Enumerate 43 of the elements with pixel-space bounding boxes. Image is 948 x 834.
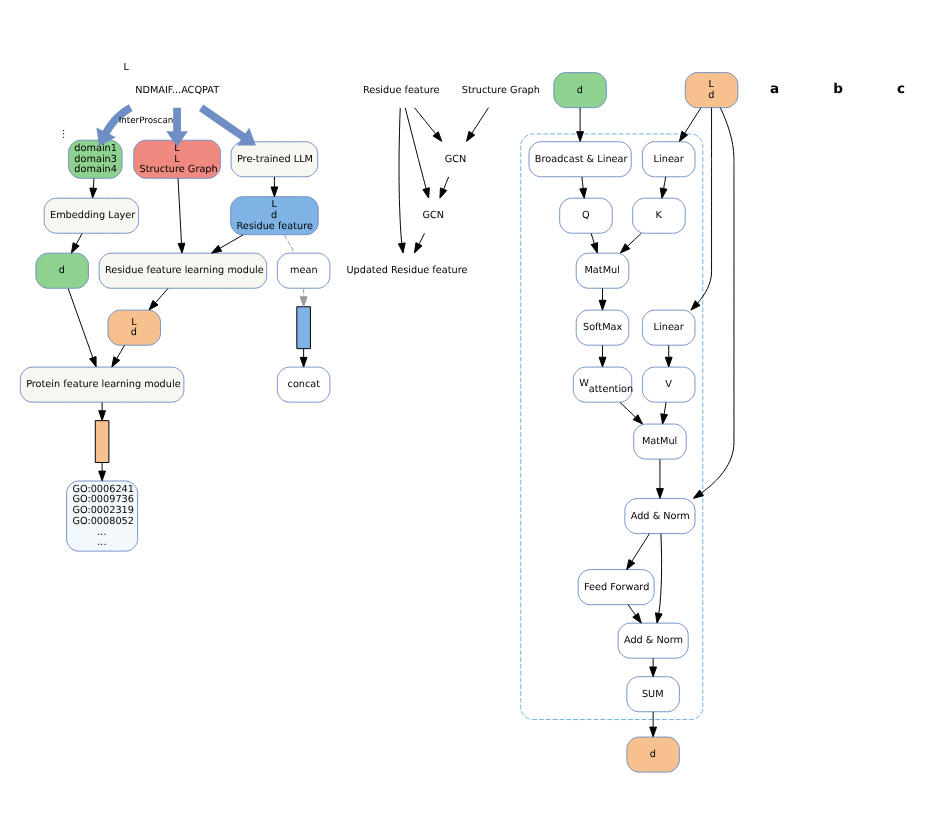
arrow xyxy=(414,233,425,254)
arrow xyxy=(211,234,244,254)
arrow xyxy=(413,107,443,142)
node-bar xyxy=(296,306,311,350)
arrow xyxy=(690,107,713,311)
arrow xyxy=(466,107,489,142)
arrow xyxy=(626,533,650,571)
arrow xyxy=(177,177,186,254)
arrow xyxy=(67,288,97,368)
arrow xyxy=(693,107,735,499)
arrow xyxy=(198,104,256,146)
arrow xyxy=(96,104,133,147)
arrow xyxy=(619,401,643,425)
arrow xyxy=(89,177,98,199)
connector xyxy=(284,234,295,254)
arrow xyxy=(576,107,584,142)
arrow xyxy=(659,176,668,199)
arrow xyxy=(649,657,658,678)
arrow xyxy=(598,288,607,311)
arrow xyxy=(649,711,658,738)
arrow xyxy=(439,176,450,199)
arrow xyxy=(98,401,106,421)
arrow xyxy=(590,233,599,254)
arrow xyxy=(397,107,406,254)
arrow xyxy=(270,176,279,198)
arrow xyxy=(679,107,702,142)
arrow xyxy=(664,344,673,368)
arrow xyxy=(579,176,587,199)
arrow xyxy=(656,458,664,499)
arrow xyxy=(627,604,642,624)
arrow xyxy=(98,462,106,482)
arrow xyxy=(148,288,169,311)
arrow xyxy=(619,233,642,254)
arrow xyxy=(598,344,607,368)
arrow xyxy=(166,107,188,147)
arrow xyxy=(654,533,663,624)
arrow xyxy=(111,344,125,368)
node-bar xyxy=(94,420,110,463)
arrow xyxy=(404,107,430,199)
arrow xyxy=(70,233,83,254)
arrow xyxy=(660,401,668,425)
arrow xyxy=(299,348,308,368)
arrow xyxy=(299,288,308,307)
